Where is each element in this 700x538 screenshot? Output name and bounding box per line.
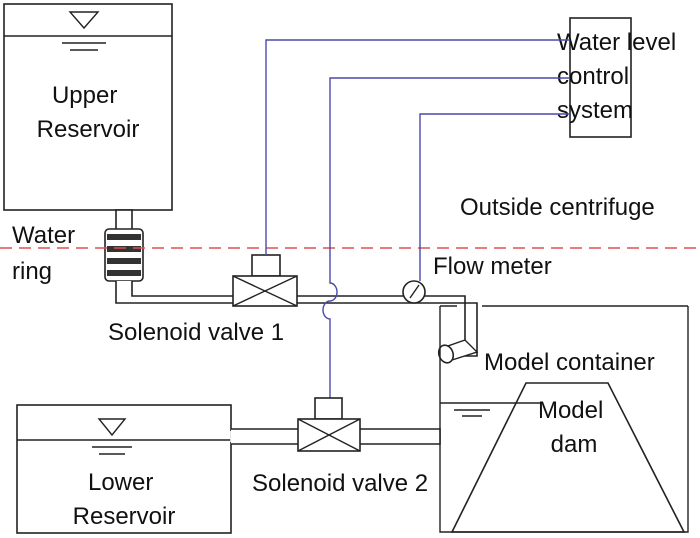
upper-reservoir-label: Upper Reservoir <box>37 82 140 143</box>
model-dam-label-line1: Model <box>538 397 603 424</box>
upper-reservoir: Upper Reservoir <box>3 3 173 211</box>
water-ring <box>104 209 144 282</box>
flow-meter-label: Flow meter <box>433 253 552 280</box>
container-water-level-symbol <box>454 409 490 417</box>
solenoid-valve-2 <box>297 397 361 452</box>
model-dam <box>450 382 686 533</box>
water-ring-label-line1: Water <box>12 222 75 249</box>
control-system-box <box>569 17 632 138</box>
control-wire-flow-meter <box>419 113 570 281</box>
lower-reservoir-label: Lower Reservoir <box>73 469 176 530</box>
lower-water-level-symbol <box>92 418 132 455</box>
control-system-label-line2: control <box>557 63 629 90</box>
solenoid-valve-2-label: Solenoid valve 2 <box>252 470 428 497</box>
lower-reservoir: Lower Reservoir <box>16 404 232 534</box>
water-ring-label-line2: ring <box>12 258 52 285</box>
lower-reservoir-label-line2: Reservoir <box>73 503 176 530</box>
lower-reservoir-label-line1: Lower <box>88 469 153 496</box>
model-dam-label: Model dam <box>538 397 610 458</box>
control-system-label: Water level control system <box>557 29 683 124</box>
water-ring-label: Water ring <box>12 222 82 285</box>
outlet-nozzle <box>437 339 479 364</box>
control-wire-valve-1 <box>265 39 570 255</box>
model-container-label: Model container <box>484 349 655 376</box>
flow-meter <box>402 280 426 304</box>
upper-reservoir-label-line2: Reservoir <box>37 116 140 143</box>
upper-reservoir-label-line1: Upper <box>52 82 117 109</box>
solenoid-valve-1 <box>232 254 298 307</box>
water-level-symbol <box>62 11 106 51</box>
supply-pipe-upper <box>115 281 478 357</box>
solenoid-valve-1-label: Solenoid valve 1 <box>108 319 284 346</box>
control-system-label-line1: Water level <box>557 29 676 56</box>
outside-centrifuge-label: Outside centrifuge <box>460 194 655 221</box>
control-system-label-line3: system <box>557 97 633 124</box>
control-wire-valve-2 <box>322 77 570 398</box>
model-dam-label-line2: dam <box>551 431 598 458</box>
